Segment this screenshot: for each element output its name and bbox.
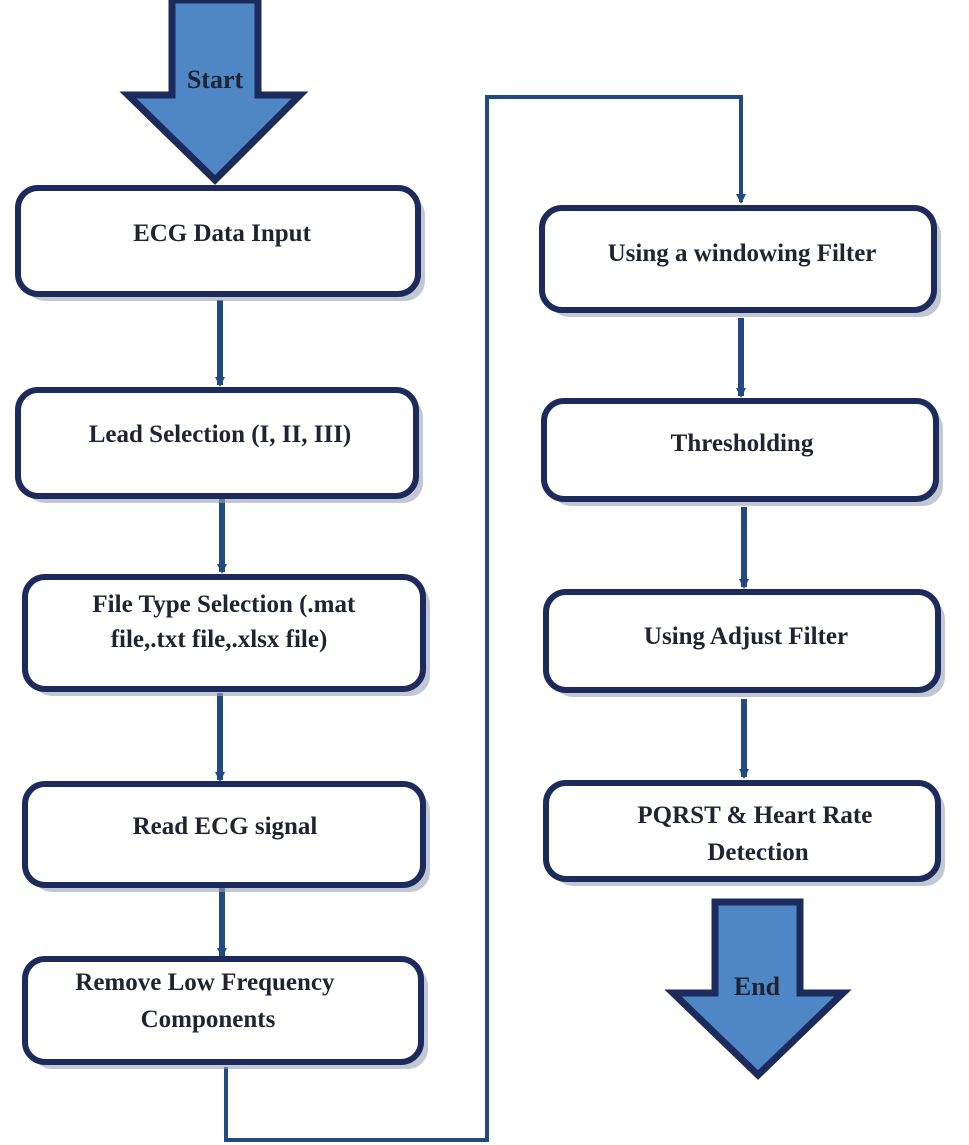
start-label: Start <box>187 65 244 94</box>
step-box <box>22 574 426 692</box>
step-label-line: File Type Selection (.mat <box>92 591 356 618</box>
connector-5-6 <box>224 95 746 1142</box>
step-box <box>22 956 424 1065</box>
start-terminal: Start <box>119 0 309 185</box>
step-label-line: Using Adjust Filter <box>644 623 848 650</box>
step-label: ECG Data Input <box>133 220 311 247</box>
step-lead-selection: Lead Selection (I, II, III) <box>15 387 423 503</box>
step-box <box>539 205 937 313</box>
step-label: Using Adjust Filter <box>644 623 848 650</box>
end-label: End <box>734 972 781 1001</box>
end-terminal: End <box>664 898 852 1080</box>
step-label-line: Thresholding <box>671 430 814 457</box>
step-label-line: Remove Low Frequency <box>75 969 335 996</box>
step-box <box>22 781 426 888</box>
step-read-ecg-signal: Read ECG signal <box>22 781 430 892</box>
step-box <box>15 185 421 297</box>
step-label-line: Read ECG signal <box>133 813 318 840</box>
start-arrow-shape <box>119 0 309 185</box>
step-pqrst-detection: PQRST & Heart Rate Detection <box>543 780 945 886</box>
step-label: File Type Selection (.mat file,.txt file… <box>92 591 361 653</box>
step-label: Thresholding <box>671 430 814 457</box>
step-remove-low-frequency: Remove Low Frequency Components <box>22 956 428 1069</box>
step-label-line: Using a windowing Filter <box>608 240 877 267</box>
step-label-line: Components <box>141 1006 276 1033</box>
step-label: Lead Selection (I, II, III) <box>89 421 352 448</box>
step-label: Using a windowing Filter <box>608 240 877 267</box>
step-file-type-selection: File Type Selection (.mat file,.txt file… <box>22 574 430 696</box>
step-label-line: PQRST & Heart Rate <box>637 802 872 829</box>
step-windowing-filter: Using a windowing Filter <box>539 205 941 317</box>
step-box <box>15 387 419 499</box>
step-label-line: Lead Selection (I, II, III) <box>89 421 352 448</box>
end-arrow-shape <box>664 898 852 1080</box>
step-label-line: Detection <box>707 839 808 866</box>
step-label: Read ECG signal <box>133 813 318 840</box>
step-label: Remove Low Frequency Components <box>75 969 340 1033</box>
step-box <box>543 589 941 693</box>
step-label-line: file,.txt file,.xlsx file) <box>111 626 328 653</box>
step-label-line: ECG Data Input <box>133 220 311 247</box>
step-box <box>541 398 939 502</box>
step-thresholding: Thresholding <box>541 398 943 506</box>
step-box <box>543 780 941 882</box>
step-label: PQRST & Heart Rate Detection <box>637 802 878 866</box>
connectors <box>215 95 749 1142</box>
step-adjust-filter: Using Adjust Filter <box>543 589 945 697</box>
step-ecg-data-input: ECG Data Input <box>15 185 425 301</box>
